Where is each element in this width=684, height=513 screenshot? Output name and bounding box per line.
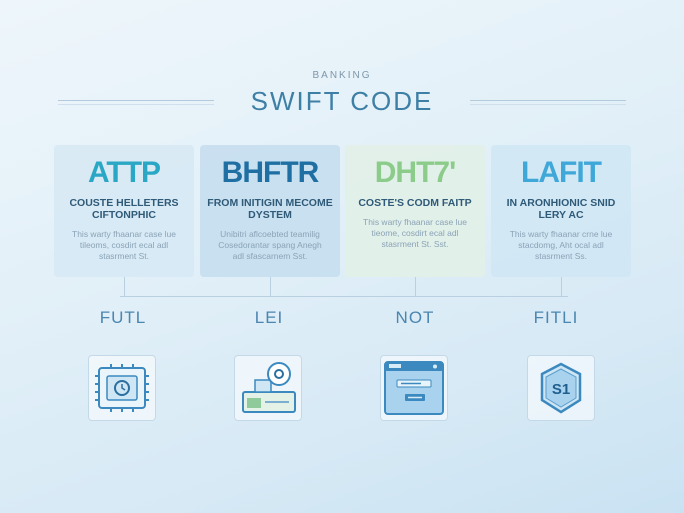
- card-2: BHFTR FROM INITIGIN MECOME DYSTEM Unibit…: [200, 145, 340, 277]
- header-divider-right-2: [470, 104, 626, 105]
- card-3: DHT7' COSTE'S CODM FAITP This warty fhaa…: [345, 145, 485, 277]
- card-subtitle: COUSTE HELLETERS CIFTONPHIC: [69, 197, 179, 221]
- header-divider-right: [470, 100, 626, 101]
- card-1: ATTP COUSTE HELLETERS CIFTONPHIC This wa…: [54, 145, 194, 277]
- header-divider-left: [58, 100, 214, 101]
- card-body: This warty fhaanar crne lue stacdomg, Ah…: [509, 229, 613, 261]
- card-body: Unibitri aflcoebted teamilig Cosedoranta…: [218, 229, 322, 261]
- header-title: SWIFT CODE: [250, 86, 434, 116]
- terminal-monitor-icon: [234, 355, 302, 421]
- stage-label: LEI: [254, 308, 284, 327]
- browser-window-icon: [380, 355, 448, 421]
- card-subtitle: COSTE'S CODM FAITP: [358, 197, 472, 209]
- badge-text: S1: [552, 381, 570, 398]
- card-title: DHT7': [374, 156, 456, 189]
- stage-label: NOT: [395, 308, 435, 327]
- header-subtitle: BANKING: [312, 70, 372, 81]
- card-body: This warty fhaanar case lue tieome, cosd…: [363, 217, 467, 249]
- stage-label: FUTL: [99, 308, 147, 327]
- card-subtitle: IN ARONHIONIC SNID LERY AC: [506, 197, 616, 221]
- stage-label: FITLI: [533, 308, 579, 327]
- card-title: BHFTR: [221, 156, 320, 189]
- connector-line: [120, 296, 568, 297]
- connector-drop: [124, 277, 125, 297]
- card-body: This warty fhaanar case lue tileoms, cos…: [72, 229, 176, 261]
- connector-drop: [415, 277, 416, 297]
- connector-drop: [561, 277, 562, 297]
- server-chip-icon: [88, 355, 156, 421]
- card-title: ATTP: [87, 156, 161, 189]
- header-divider-left-2: [58, 104, 214, 105]
- card-subtitle: FROM INITIGIN MECOME DYSTEM: [207, 197, 333, 221]
- connector-drop: [270, 277, 271, 297]
- shield-badge-icon: S1: [527, 355, 595, 421]
- card-4: LAFIT IN ARONHIONIC SNID LERY AC This wa…: [491, 145, 631, 277]
- card-title: LAFIT: [521, 156, 602, 189]
